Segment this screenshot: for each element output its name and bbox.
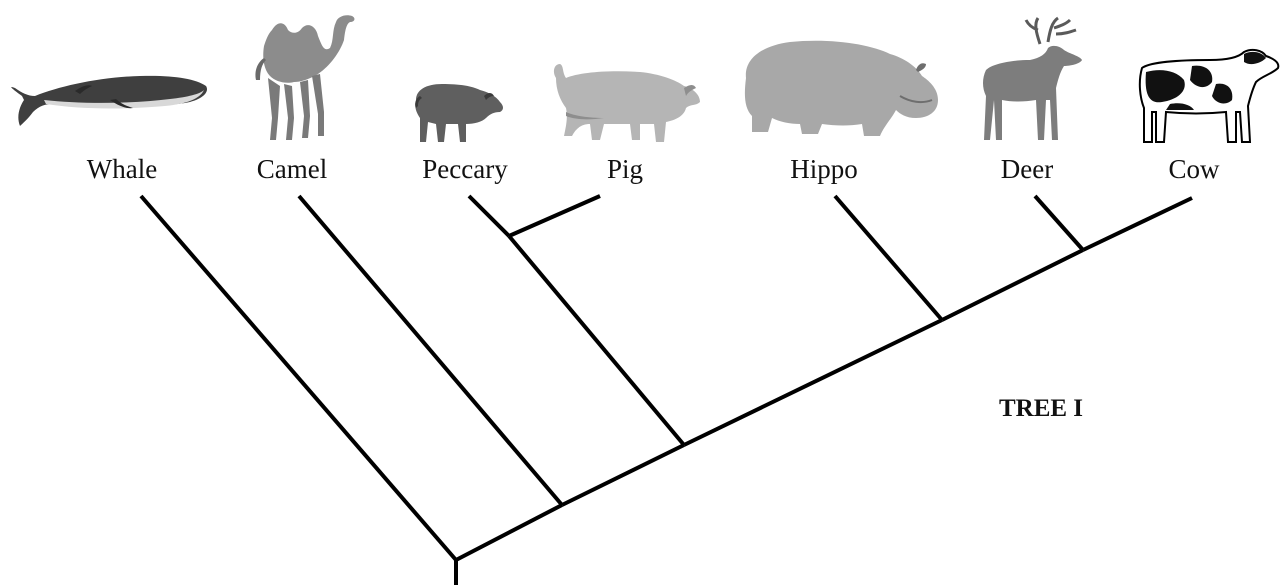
branch-backbone-4 xyxy=(941,248,1084,322)
taxon-label-whale: Whale xyxy=(87,154,157,184)
camel-icon xyxy=(255,15,355,140)
branch-camel xyxy=(297,194,564,507)
tree-title: TREE I xyxy=(999,395,1083,422)
cow-icon xyxy=(1138,48,1280,143)
branch-pig xyxy=(508,194,601,238)
branch-peccary xyxy=(467,194,511,238)
branch-backbone-3 xyxy=(683,318,943,447)
branch-cow xyxy=(1082,196,1193,252)
branch-deer xyxy=(1033,194,1085,252)
pig-icon xyxy=(553,64,700,142)
taxon-label-camel: Camel xyxy=(257,154,327,184)
branch-backbone-1 xyxy=(455,503,563,562)
peccary-icon xyxy=(415,84,503,142)
taxon-label-cow: Cow xyxy=(1168,154,1220,184)
tree-branches xyxy=(139,194,1193,585)
branch-hippo xyxy=(833,194,944,322)
whale-icon xyxy=(11,75,208,126)
taxon-label-deer: Deer xyxy=(1001,154,1053,184)
branch-peccary-pig-clade xyxy=(507,234,686,447)
hippo-icon xyxy=(744,40,938,137)
branch-backbone-2 xyxy=(561,443,685,507)
taxon-label-peccary: Peccary xyxy=(422,154,508,184)
taxon-label-hippo: Hippo xyxy=(790,154,858,184)
branch-whale xyxy=(139,194,458,562)
deer-icon xyxy=(983,16,1082,141)
taxon-label-pig: Pig xyxy=(607,154,643,184)
